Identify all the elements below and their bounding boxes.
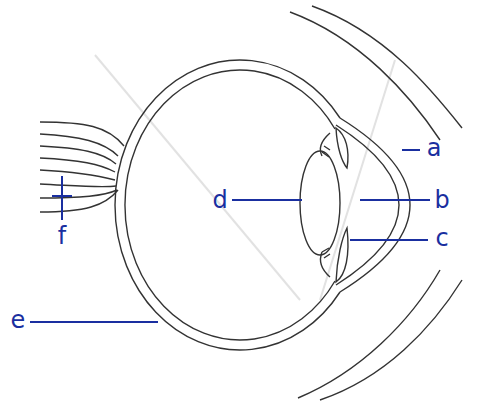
part-label: d [212,188,227,212]
watermark-lines [95,55,395,300]
part-label: f [58,224,66,248]
part-label: e [11,308,26,332]
part-label: a [427,136,442,160]
part-label: b [434,188,449,212]
part-label: c [435,226,448,250]
eye-outline [40,6,462,400]
leader-lines [30,150,430,322]
